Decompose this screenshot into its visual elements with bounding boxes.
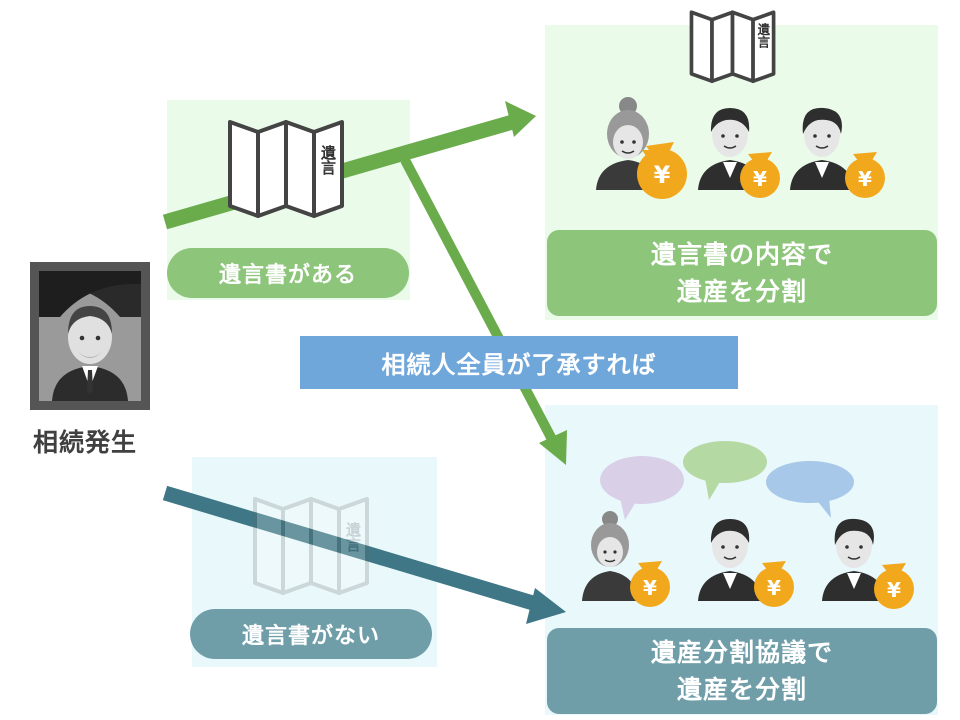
speech-bubble-purple-icon <box>600 456 684 520</box>
speech-bubble-green-icon <box>683 441 767 500</box>
arrow-no-will-to-agreement <box>162 485 566 624</box>
money-symbol: ¥ <box>767 576 781 600</box>
man-heir-icon <box>698 519 762 601</box>
speech-bubbles <box>600 441 854 520</box>
outcome-agreement-box: 遺産分割協議で 遺産を分割 <box>547 628 937 714</box>
start-label: 相続発生 <box>33 428 138 457</box>
will-document-text: 遺言 <box>319 144 337 176</box>
outcome-will-box: 遺言書の内容で 遺産を分割 <box>547 230 937 316</box>
outcome-agreement-line1: 遺産分割協議で <box>650 638 833 667</box>
arrow-to-will-outcome <box>162 101 536 230</box>
will-document-faded-text: 遺言 <box>344 521 362 553</box>
money-symbol: ¥ <box>753 167 767 191</box>
outcome-will-line1: 遺言書の内容で <box>650 240 833 269</box>
deceased-portrait-icon <box>30 262 150 410</box>
money-symbol: ¥ <box>643 576 657 600</box>
outcome-will-line2: 遺産を分割 <box>676 277 807 306</box>
outcome-agreement-line2: 遺産を分割 <box>676 675 807 704</box>
will-document-top-text: 遺言 <box>756 22 771 48</box>
heirs-with-will-group: ¥ ¥ ¥ <box>596 97 885 199</box>
with-will-label: 遺言書がある <box>167 248 409 298</box>
consent-banner: 相続人全員が了承すれば <box>300 336 738 389</box>
will-document-icon: 遺言 <box>228 120 344 218</box>
money-bag-icon: ¥ <box>874 563 914 609</box>
arrow-to-agreement-outcome <box>400 157 567 465</box>
money-bag-icon: ¥ <box>754 561 794 607</box>
heirs-agreement-group: ¥ ¥ ¥ <box>582 511 914 609</box>
without-will-label: 遺言書がない <box>190 609 432 659</box>
money-bag-icon: ¥ <box>630 561 670 607</box>
money-symbol: ¥ <box>654 161 671 189</box>
money-symbol: ¥ <box>887 578 901 602</box>
money-bag-icon: ¥ <box>637 142 687 199</box>
money-symbol: ¥ <box>858 167 872 191</box>
elderly-woman-heir-icon <box>582 511 638 601</box>
young-man-heir-icon <box>822 518 886 601</box>
young-man-heir-icon <box>790 107 854 190</box>
speech-bubble-blue-icon <box>766 461 854 518</box>
will-document-top-icon: 遺言 <box>689 10 776 84</box>
will-document-faded-icon: 遺言 <box>253 497 369 595</box>
money-bag-icon: ¥ <box>845 152 885 198</box>
money-bag-icon: ¥ <box>740 152 780 198</box>
